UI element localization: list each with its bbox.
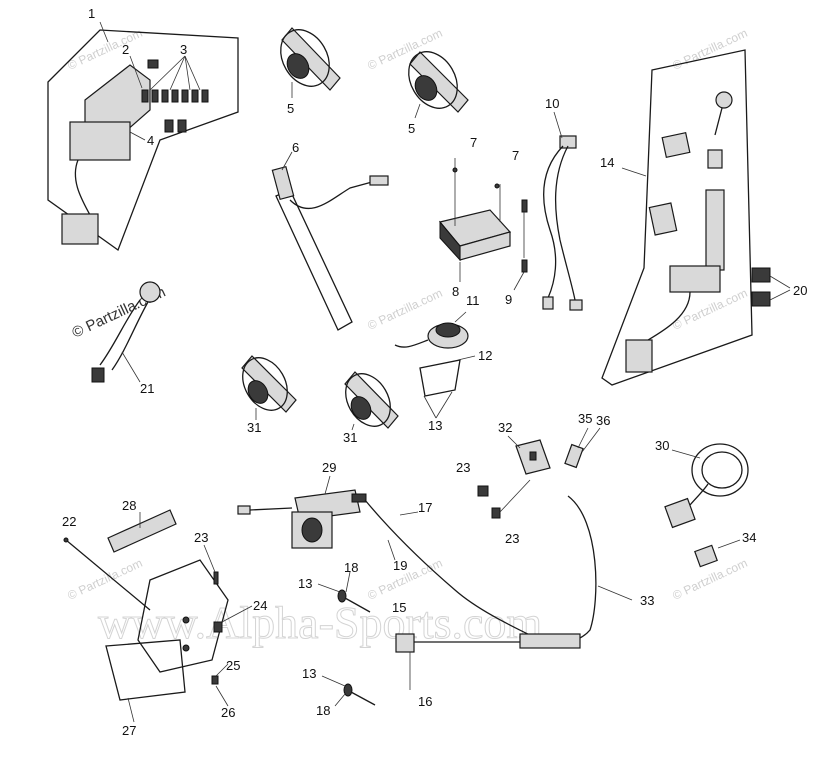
callout-35: 35: [578, 411, 592, 426]
speaker-31b: [344, 371, 399, 431]
callout-19: 19: [393, 558, 407, 573]
wire-harness-10: [542, 111, 583, 311]
bolt-20b: [751, 291, 771, 307]
callout-29: 29: [322, 460, 336, 475]
watermark-layer: © Partzilla.com © Partzilla.com © Partzi…: [65, 26, 749, 649]
callout-36: 36: [596, 413, 610, 428]
callout-18a: 18: [344, 560, 358, 575]
callout-21: 21: [140, 381, 154, 396]
pin-set-lower: [321, 675, 376, 707]
screw-23b: [491, 507, 501, 519]
callout-23c: 23: [194, 530, 208, 545]
callout-13c: 13: [302, 666, 316, 681]
callout-30: 30: [655, 438, 669, 453]
callout-8: 8: [452, 284, 459, 299]
partzilla-watermark: © Partzilla.com: [670, 286, 749, 333]
callout-15: 15: [392, 600, 406, 615]
callout-24: 24: [253, 598, 267, 613]
switch-housing: [669, 265, 721, 293]
callout-27: 27: [122, 723, 136, 738]
fuse-row: [141, 89, 209, 103]
alpha-sports-watermark: www.Alpha-Sports.com: [98, 597, 542, 648]
callout-18b: 18: [316, 703, 330, 718]
ignition-switch-assembly: [601, 49, 791, 386]
buzzer-assembly: [394, 311, 476, 419]
battery-box-assembly: [63, 509, 253, 723]
callout-23b: 23: [505, 531, 519, 546]
harness-connector: [61, 213, 99, 245]
fuse-spare: [147, 59, 159, 69]
callout-16: 16: [418, 694, 432, 709]
callout-31a: 31: [247, 420, 261, 435]
callout-3: 3: [180, 42, 187, 57]
callout-11: 11: [466, 293, 480, 308]
callout-5a: 5: [287, 101, 294, 116]
harness-wire: [74, 159, 91, 216]
callout-7b: 7: [512, 148, 519, 163]
callout-26: 26: [221, 705, 235, 720]
callout-22: 22: [62, 514, 76, 529]
callout-5b: 5: [408, 121, 415, 136]
partzilla-watermark: © Partzilla.com: [365, 286, 444, 333]
callout-20: 20: [793, 283, 807, 298]
cable-adjuster: [395, 633, 415, 653]
callout-9: 9: [505, 292, 512, 307]
probe-body: [275, 189, 353, 331]
cable-housing: [519, 633, 581, 649]
partzilla-watermark: © Partzilla.com: [670, 26, 749, 73]
callout-2: 2: [122, 42, 129, 57]
panel-outline: [47, 29, 239, 252]
speaker-5a: [280, 27, 341, 98]
callout-23a: 23: [456, 460, 470, 475]
callout-6: 6: [292, 140, 299, 155]
bolt-20a: [751, 267, 771, 283]
bulb-34: [694, 539, 741, 568]
partzilla-watermark: © Partzilla.com: [65, 26, 144, 73]
small-fitting: [513, 199, 528, 291]
callout-7a: 7: [470, 135, 477, 150]
speaker-5b: [408, 51, 469, 119]
actuator-assembly: [237, 475, 633, 690]
callout-10: 10: [545, 96, 559, 111]
callout-31b: 31: [343, 430, 357, 445]
relay-bracket: [477, 427, 601, 519]
strap-22: [65, 539, 151, 611]
switch-body: [705, 189, 725, 271]
callout-17: 17: [418, 500, 432, 515]
lamp-30: [664, 443, 749, 529]
callout-34: 34: [742, 530, 756, 545]
mount-bracket: [419, 359, 461, 397]
harness-plug-top: [559, 135, 577, 149]
bulb-socket-21: [91, 281, 161, 383]
fuse-28: [107, 509, 177, 553]
switch-connector: [625, 339, 653, 373]
callout-33: 33: [640, 593, 654, 608]
callout-4: 4: [147, 133, 154, 148]
callout-13a: 13: [428, 418, 442, 433]
callout-1: 1: [88, 6, 95, 21]
sensor-probe: [271, 151, 389, 331]
callout-12: 12: [478, 348, 492, 363]
pin-set-upper: [317, 571, 371, 613]
sensor-lead: [289, 181, 373, 210]
panel-outline: [601, 49, 753, 386]
callout-14: 14: [600, 155, 614, 170]
callout-28: 28: [122, 498, 136, 513]
screw-23a: [477, 485, 489, 497]
sensor-plug: [369, 175, 389, 186]
fuse-block-assembly: [47, 21, 239, 252]
callout-25: 25: [226, 658, 240, 673]
fuse-box-base: [69, 121, 131, 161]
speaker-31a: [241, 355, 297, 420]
callout-13b: 13: [298, 576, 312, 591]
battery-bracket: [105, 639, 186, 701]
battery-tray: [137, 559, 229, 673]
ignition-key: [715, 91, 733, 109]
callout-32: 32: [498, 420, 512, 435]
amplifier-module: [438, 158, 512, 282]
